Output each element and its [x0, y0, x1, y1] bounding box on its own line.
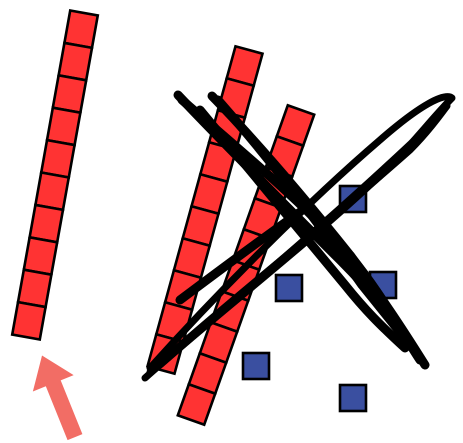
pointer-arrow-layer: [22, 347, 96, 443]
rod-segment: [47, 108, 80, 145]
rod-segment: [12, 302, 45, 339]
rod-left: [12, 11, 98, 340]
unit-cube: [243, 353, 269, 379]
rod-segment: [64, 11, 97, 48]
rod-segment: [178, 384, 215, 424]
arrow-up-icon: [22, 347, 96, 443]
rod-segment: [18, 270, 51, 307]
rod-segment: [41, 140, 74, 177]
rod-segment: [30, 205, 63, 242]
rod-segment: [35, 173, 68, 210]
unit-cube: [276, 275, 302, 301]
rod-segment: [59, 43, 92, 80]
unit-cube: [340, 385, 366, 411]
arrow-shape: [22, 347, 96, 443]
rod-segment: [24, 237, 57, 274]
rod-segment: [53, 75, 86, 112]
